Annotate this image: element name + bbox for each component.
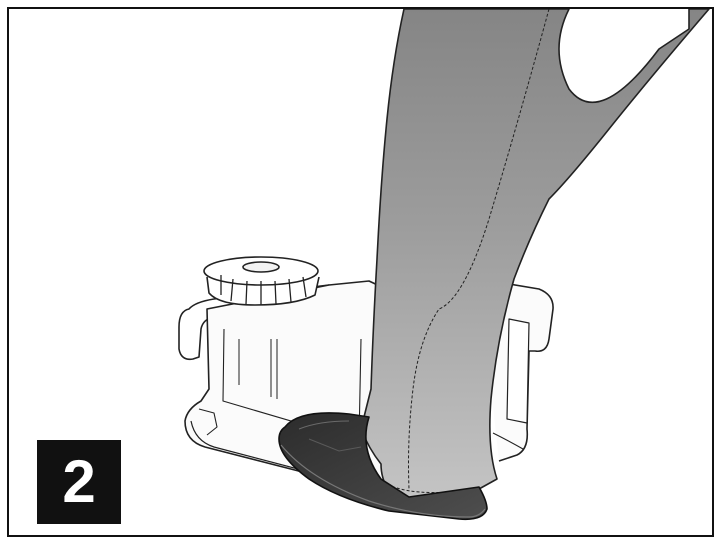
step-number-badge: 2 [37,440,121,524]
step-number: 2 [62,452,95,512]
leg [361,9,709,499]
instruction-panel: 2 [7,7,714,537]
cap-knob [204,257,319,305]
